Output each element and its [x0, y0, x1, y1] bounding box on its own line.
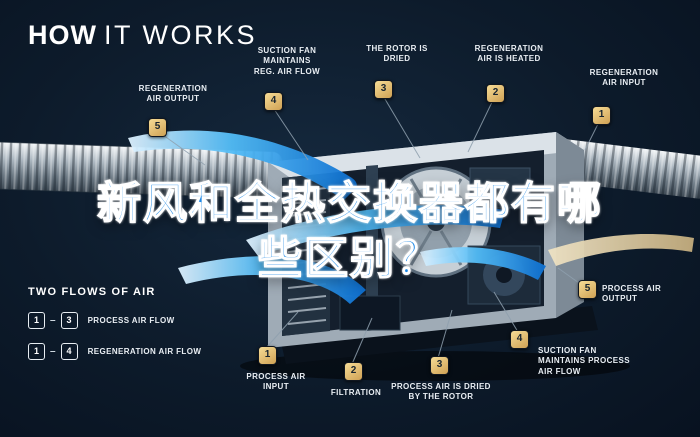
label-regeneration-air-output: REGENERATION AIR OUTPUT — [138, 84, 208, 104]
headline-line2: 些区别？ — [257, 233, 442, 284]
right-duct — [547, 138, 700, 199]
inner-flow-ribbon — [420, 247, 546, 280]
legend-label-process: PROCESS AIR FLOW — [87, 316, 175, 325]
badge-4-suction-fan-process: 4 — [510, 330, 529, 349]
badge-2-regeneration-air-heated: 2 — [486, 84, 505, 103]
legend-dash-2: – — [50, 346, 56, 357]
legend-badge-1: 1 — [28, 312, 45, 329]
legend-title: TWO FLOWS OF AIR — [28, 286, 156, 298]
headline-overlay: 新风和全热交换器都有哪 些区别？ — [30, 176, 670, 286]
legend-badge-1b: 1 — [28, 343, 45, 360]
process-flow-ribbon — [246, 205, 505, 256]
badge-2-filtration: 2 — [344, 362, 363, 381]
label-regeneration-air-heated: REGENERATION AIR IS HEATED — [474, 44, 544, 64]
heater-box — [469, 167, 531, 209]
left-duct — [0, 141, 283, 200]
legend-label-regeneration: REGENERATION AIR FLOW — [87, 347, 202, 356]
label-process-air-dried: PROCESS AIR IS DRIED BY THE ROTOR — [391, 382, 491, 402]
title-how: HOW — [28, 20, 97, 50]
label-filtration: FILTRATION — [330, 388, 382, 397]
callout-lines — [155, 93, 601, 365]
badge-3-process-air-dried: 3 — [430, 356, 449, 375]
label-regeneration-air-input: REGENERATION AIR INPUT — [589, 68, 659, 88]
label-suction-fan-process: SUCTION FAN MAINTAINS PROCESS AIR FLOW — [538, 346, 630, 376]
legend-badge-4: 4 — [60, 343, 78, 360]
badge-1-regeneration-air-input: 1 — [592, 106, 611, 125]
headline-line1: 新风和全热交换器都有哪 — [96, 178, 603, 229]
label-rotor-dried: THE ROTOR IS DRIED — [366, 44, 428, 64]
title-it-works: IT WORKS — [103, 20, 257, 50]
process-output-ribbon — [548, 234, 694, 266]
badge-5-process-air-output: 5 — [578, 280, 597, 299]
badge-1-process-air-input: 1 — [258, 346, 277, 365]
regeneration-flow-ribbon — [128, 130, 357, 200]
legend-dash: – — [50, 315, 56, 326]
airflow-ribbons — [128, 130, 694, 304]
label-process-air-input: PROCESS AIR INPUT — [246, 372, 306, 392]
dehumidifier-unit — [240, 132, 630, 381]
badge-3-rotor-dried: 3 — [374, 80, 393, 99]
label-process-air-output: PROCESS AIR OUTPUT — [602, 284, 662, 304]
legend-row-regeneration-air-flow: 1 – 4 REGENERATION AIR FLOW — [28, 343, 201, 360]
lower-flow-ribbon — [178, 256, 366, 304]
legend: TWO FLOWS OF AIR 1 – 3 PROCESS AIR FLOW … — [28, 286, 201, 360]
legend-row-process-air-flow: 1 – 3 PROCESS AIR FLOW — [28, 312, 201, 329]
legend-badge-3: 3 — [60, 312, 78, 329]
badge-4-suction-fan-reg: 4 — [264, 92, 283, 111]
badge-5-regeneration-air-output: 5 — [148, 118, 167, 137]
label-suction-fan-reg: SUCTION FAN MAINTAINS REG. AIR FLOW — [253, 46, 321, 76]
